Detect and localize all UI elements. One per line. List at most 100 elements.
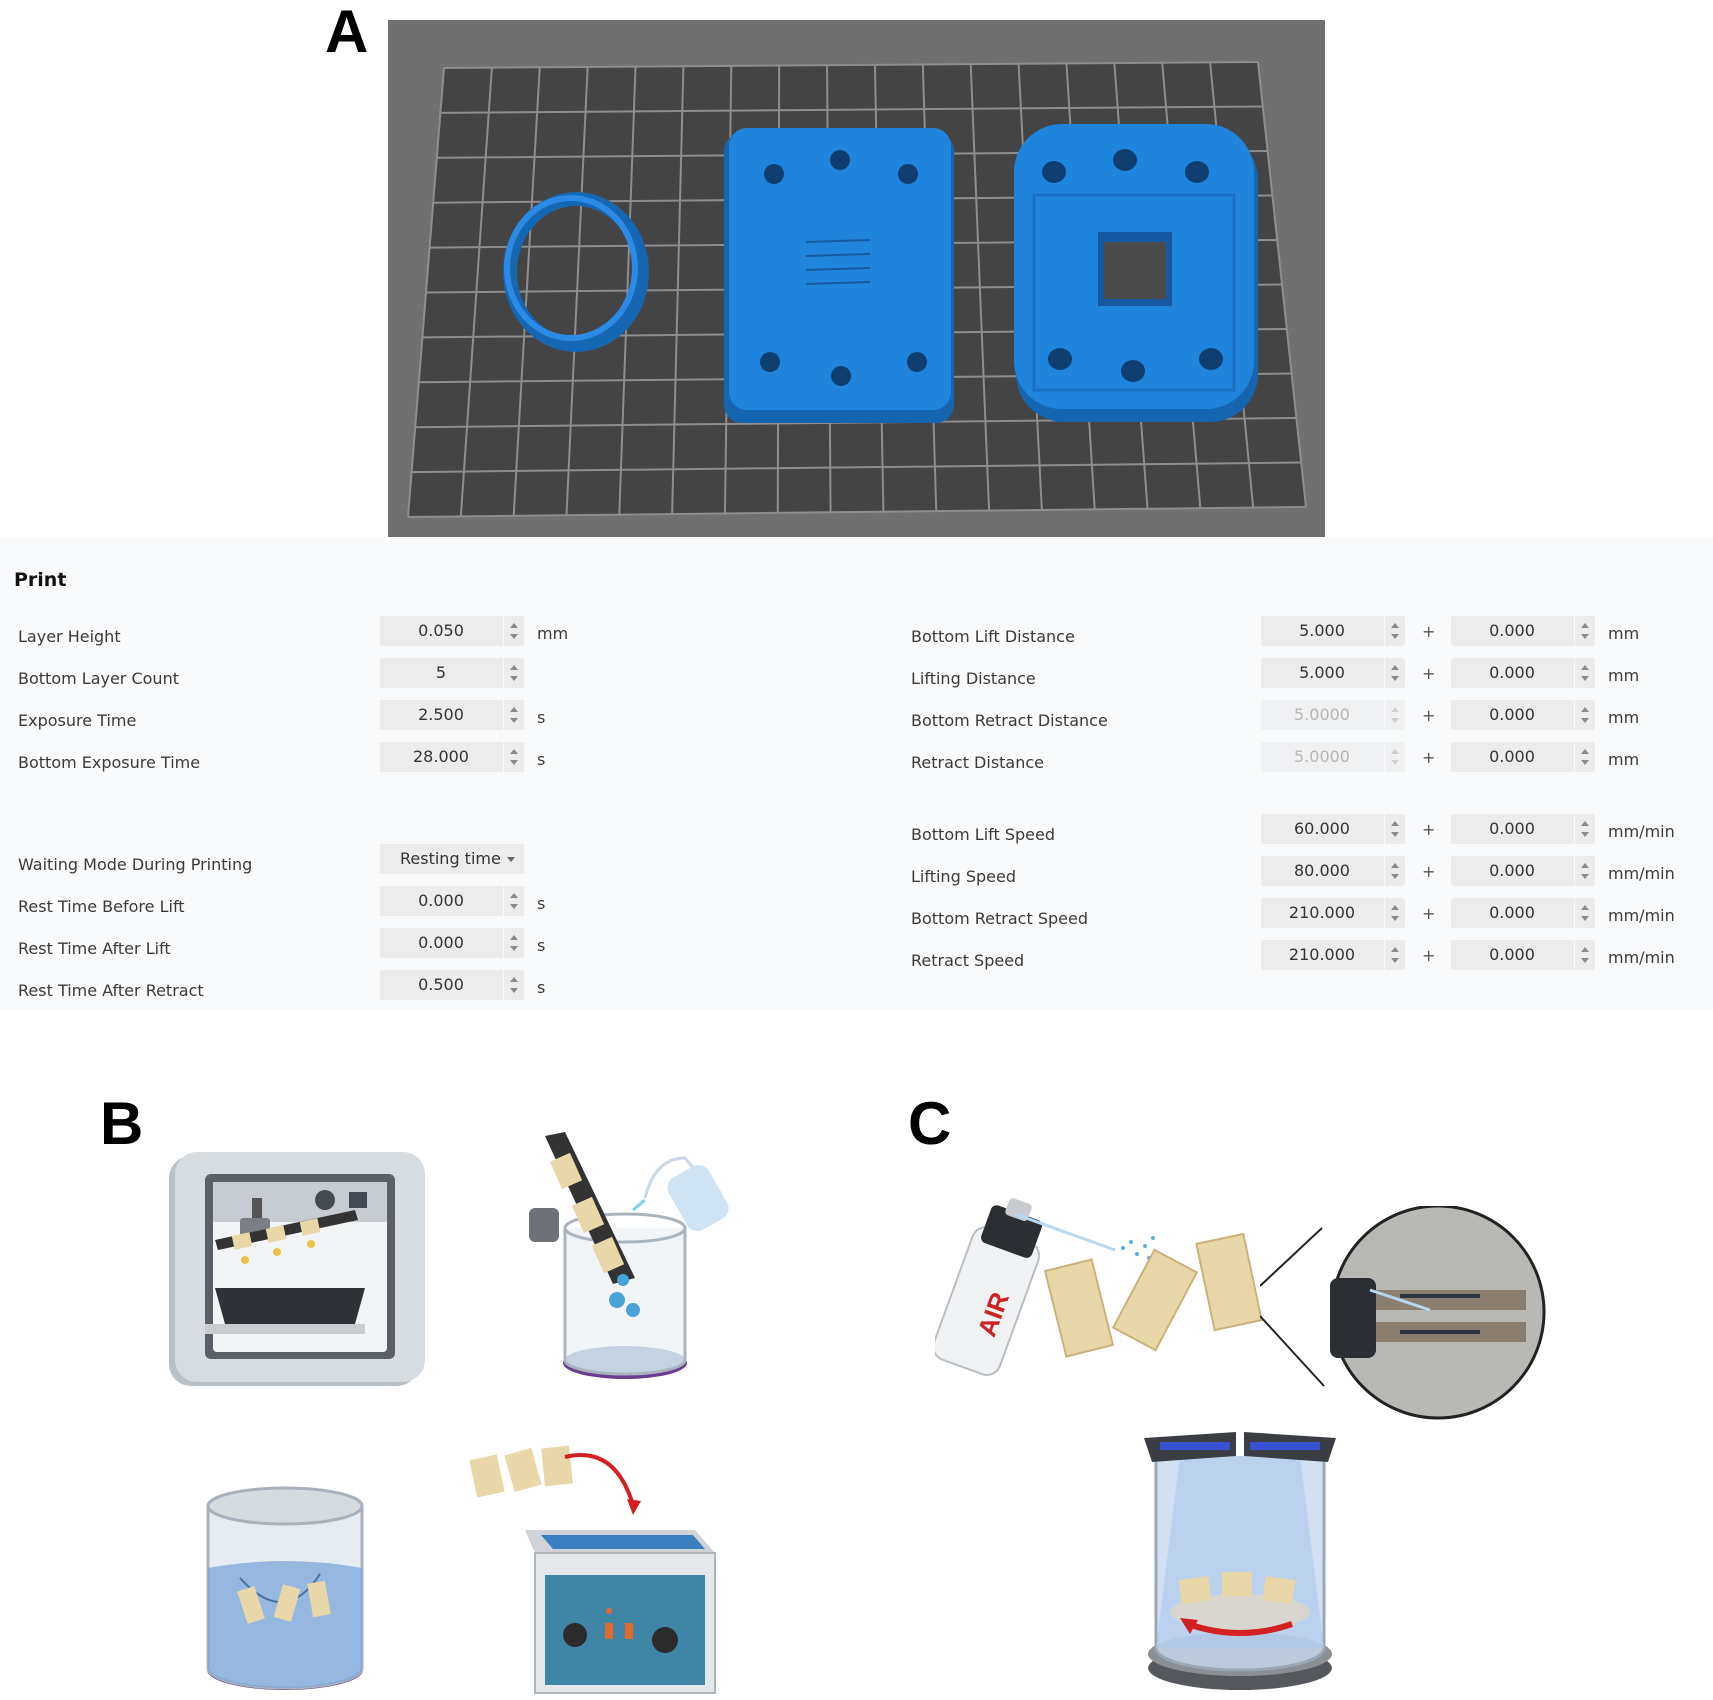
slicer-3d-viewport[interactable] — [388, 20, 1325, 537]
spin-arrows-icon[interactable] — [1384, 898, 1405, 928]
spin-arrows-icon[interactable] — [1384, 814, 1405, 844]
lifting-speed-unit: mm/min — [1608, 864, 1675, 883]
bottom-retract-speed-unit: mm/min — [1608, 906, 1675, 925]
bottom-lift-distance-value[interactable]: 5.000 — [1299, 621, 1345, 640]
bottom-retract-speed-extra-spinbox[interactable]: 0.000 — [1451, 898, 1595, 928]
rest-after-lift-label: Rest Time After Lift — [18, 939, 171, 958]
waiting-mode-dropdown[interactable]: Resting time — [380, 844, 524, 874]
lifting-speed-extra-value[interactable]: 0.000 — [1489, 861, 1535, 880]
plus-sign: + — [1422, 946, 1436, 965]
lifting-distance-extra-value[interactable]: 0.000 — [1489, 663, 1535, 682]
spin-arrows-icon[interactable] — [503, 700, 524, 730]
spin-arrows-icon[interactable] — [1384, 616, 1405, 646]
rest-after-lift-spinbox[interactable]: 0.000 — [380, 928, 524, 958]
spin-arrows-icon[interactable] — [1384, 658, 1405, 688]
layer-height-value[interactable]: 0.050 — [418, 621, 464, 640]
bottom-lift-distance-extra-spinbox[interactable]: 0.000 — [1451, 616, 1595, 646]
spin-arrows-icon[interactable] — [1574, 940, 1595, 970]
lifting-speed-spinbox[interactable]: 80.000 — [1261, 856, 1405, 886]
retract-distance-unit: mm — [1608, 750, 1640, 769]
lifting-distance-label: Lifting Distance — [911, 669, 1036, 688]
bottom-lift-distance-label: Bottom Lift Distance — [911, 627, 1075, 646]
magnified-channel-view — [1260, 1206, 1546, 1420]
rest-after-lift-value[interactable]: 0.000 — [418, 933, 464, 952]
spin-arrows-icon[interactable] — [1574, 616, 1595, 646]
bottom-lift-speed-value[interactable]: 60.000 — [1294, 819, 1350, 838]
lifting-speed-label: Lifting Speed — [911, 867, 1016, 886]
lifting-speed-extra-spinbox[interactable]: 0.000 — [1451, 856, 1595, 886]
bottom-retract-distance-value: 5.0000 — [1294, 705, 1350, 724]
lifting-distance-unit: mm — [1608, 666, 1640, 685]
bottom-lift-speed-spinbox[interactable]: 60.000 — [1261, 814, 1405, 844]
spin-arrows-icon[interactable] — [1574, 742, 1595, 772]
exposure-time-spinbox[interactable]: 2.500 — [380, 700, 524, 730]
lifting-distance-extra-spinbox[interactable]: 0.000 — [1451, 658, 1595, 688]
resin-3d-printer-illustration — [169, 1152, 425, 1386]
bottom-layer-count-value[interactable]: 5 — [435, 663, 447, 682]
bottom-layer-count-spinbox[interactable]: 5 — [380, 658, 524, 688]
bottom-exposure-time-value[interactable]: 28.000 — [413, 747, 469, 766]
rest-before-lift-value[interactable]: 0.000 — [418, 891, 464, 910]
bottom-lift-speed-extra-spinbox[interactable]: 0.000 — [1451, 814, 1595, 844]
retract-speed-value[interactable]: 210.000 — [1288, 945, 1356, 964]
spin-arrows-icon[interactable] — [1384, 940, 1405, 970]
exposure-time-value[interactable]: 2.500 — [418, 705, 464, 724]
rest-before-lift-label: Rest Time Before Lift — [18, 897, 185, 916]
layer-height-unit: mm — [537, 624, 569, 643]
lifting-speed-value[interactable]: 80.000 — [1294, 861, 1350, 880]
waiting-mode-label: Waiting Mode During Printing — [18, 855, 253, 874]
retract-distance-extra-value[interactable]: 0.000 — [1489, 747, 1535, 766]
retract-speed-extra-spinbox[interactable]: 0.000 — [1451, 940, 1595, 970]
retract-speed-spinbox[interactable]: 210.000 — [1261, 940, 1405, 970]
retract-speed-extra-value[interactable]: 0.000 — [1489, 945, 1535, 964]
grid-line — [443, 61, 1259, 69]
lifting-distance-spinbox[interactable]: 5.000 — [1261, 658, 1405, 688]
bottom-lift-distance-extra-value[interactable]: 0.000 — [1489, 621, 1535, 640]
bottom-retract-speed-spinbox[interactable]: 210.000 — [1261, 898, 1405, 928]
lifting-distance-value[interactable]: 5.000 — [1299, 663, 1345, 682]
spin-arrows-icon[interactable] — [503, 742, 524, 772]
bottom-retract-distance-label: Bottom Retract Distance — [911, 711, 1108, 730]
plus-sign: + — [1422, 748, 1436, 767]
bottom-lift-speed-unit: mm/min — [1608, 822, 1675, 841]
bottom-retract-speed-value[interactable]: 210.000 — [1288, 903, 1356, 922]
spin-arrows-icon[interactable] — [503, 658, 524, 688]
bottom-lift-distance-spinbox[interactable]: 5.000 — [1261, 616, 1405, 646]
spin-arrows-icon[interactable] — [1574, 898, 1595, 928]
wash-beaker-illustration — [206, 1486, 364, 1690]
bottom-retract-distance-extra-value[interactable]: 0.000 — [1489, 705, 1535, 724]
spin-arrows-icon[interactable] — [1574, 700, 1595, 730]
retract-distance-value: 5.0000 — [1294, 747, 1350, 766]
rest-before-lift-unit: s — [537, 894, 546, 913]
bottom-retract-speed-extra-value[interactable]: 0.000 — [1489, 903, 1535, 922]
bottom-exposure-time-spinbox[interactable]: 28.000 — [380, 742, 524, 772]
spin-arrows-icon[interactable] — [1384, 856, 1405, 886]
exposure-time-label: Exposure Time — [18, 711, 137, 730]
rest-after-retract-label: Rest Time After Retract — [18, 981, 204, 1000]
plus-sign: + — [1422, 904, 1436, 923]
retract-distance-extra-spinbox[interactable]: 0.000 — [1451, 742, 1595, 772]
spin-arrows-icon[interactable] — [1574, 814, 1595, 844]
chevron-down-icon[interactable] — [507, 857, 515, 862]
spin-arrows-icon[interactable] — [1574, 856, 1595, 886]
rest-after-retract-value[interactable]: 0.500 — [418, 975, 464, 994]
bottom-retract-distance-spinbox: 5.0000 — [1261, 700, 1405, 730]
bottom-lift-distance-unit: mm — [1608, 624, 1640, 643]
bottom-retract-distance-unit: mm — [1608, 708, 1640, 727]
retract-distance-spinbox: 5.0000 — [1261, 742, 1405, 772]
spin-arrows-icon[interactable] — [503, 970, 524, 1000]
spin-arrows-icon[interactable] — [1574, 658, 1595, 688]
layer-height-spinbox[interactable]: 0.050 — [380, 616, 524, 646]
spin-arrows-icon[interactable] — [503, 886, 524, 916]
bottom-lift-speed-extra-value[interactable]: 0.000 — [1489, 819, 1535, 838]
spin-arrows-icon[interactable] — [503, 616, 524, 646]
waiting-mode-value[interactable]: Resting time — [400, 849, 501, 868]
grid-line — [407, 506, 1307, 518]
spin-arrows-icon[interactable] — [503, 928, 524, 958]
ultrasonic-cleaner-illustration — [469, 1445, 716, 1694]
grid-line — [440, 105, 1263, 114]
rest-before-lift-spinbox[interactable]: 0.000 — [380, 886, 524, 916]
bottom-retract-distance-extra-spinbox[interactable]: 0.000 — [1451, 700, 1595, 730]
plus-sign: + — [1422, 820, 1436, 839]
rest-after-retract-spinbox[interactable]: 0.500 — [380, 970, 524, 1000]
